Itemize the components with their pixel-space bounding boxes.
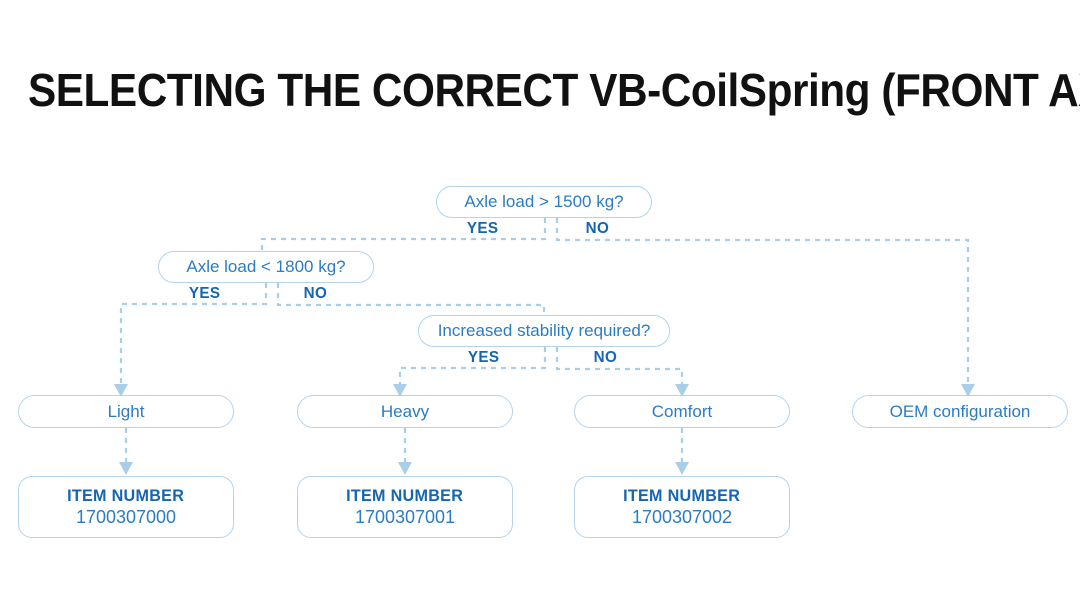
item-number-label: ITEM NUMBER xyxy=(67,486,185,505)
result-comfort[interactable]: Comfort xyxy=(574,395,790,428)
branch-label-d3-yes: YES xyxy=(467,349,500,366)
decision-axle-load-1800-text: Axle load < 1800 kg? xyxy=(186,257,346,276)
edge-d1-no xyxy=(555,218,970,386)
item-number-value: 1700307002 xyxy=(631,507,733,527)
decision-axle-load-1500-text: Axle load > 1500 kg? xyxy=(464,192,624,211)
page-title: SELECTING THE CORRECT VB-CoilSpring (FRO… xyxy=(28,64,1080,116)
edge-comfort-item-arrowhead xyxy=(675,462,689,475)
result-light[interactable]: Light xyxy=(18,395,234,428)
branch-label-d2-yes: YES xyxy=(188,285,221,302)
result-oem-configuration-text: OEM configuration xyxy=(889,401,1031,421)
branch-label-d2-no: NO xyxy=(303,285,328,302)
edge-light-item-arrowhead xyxy=(119,462,133,475)
branch-label-d1-no: NO xyxy=(585,220,610,237)
edge-d3-no xyxy=(555,347,684,386)
item-number-card-heavy[interactable]: ITEM NUMBER 1700307001 xyxy=(297,476,513,538)
branch-label-d3-no: NO xyxy=(593,349,618,366)
item-number-label: ITEM NUMBER xyxy=(346,486,464,505)
decision-increased-stability-text: Increased stability required? xyxy=(437,321,651,340)
result-oem-configuration[interactable]: OEM configuration xyxy=(852,395,1068,428)
branch-label-d1-yes: YES xyxy=(466,220,499,237)
result-light-text: Light xyxy=(107,401,145,421)
decision-axle-load-1500[interactable]: Axle load > 1500 kg? xyxy=(436,186,652,218)
edge-d1-yes xyxy=(260,218,547,254)
decision-increased-stability[interactable]: Increased stability required? xyxy=(418,315,670,347)
result-heavy[interactable]: Heavy xyxy=(297,395,513,428)
result-comfort-text: Comfort xyxy=(651,401,713,421)
item-number-value: 1700307000 xyxy=(75,507,177,527)
result-heavy-text: Heavy xyxy=(380,401,430,421)
item-number-value: 1700307001 xyxy=(354,507,456,527)
item-number-label: ITEM NUMBER xyxy=(623,486,741,505)
item-number-card-light[interactable]: ITEM NUMBER 1700307000 xyxy=(18,476,234,538)
edge-heavy-item-arrowhead xyxy=(398,462,412,475)
decision-axle-load-1800[interactable]: Axle load < 1800 kg? xyxy=(158,251,374,283)
item-number-card-comfort[interactable]: ITEM NUMBER 1700307002 xyxy=(574,476,790,538)
